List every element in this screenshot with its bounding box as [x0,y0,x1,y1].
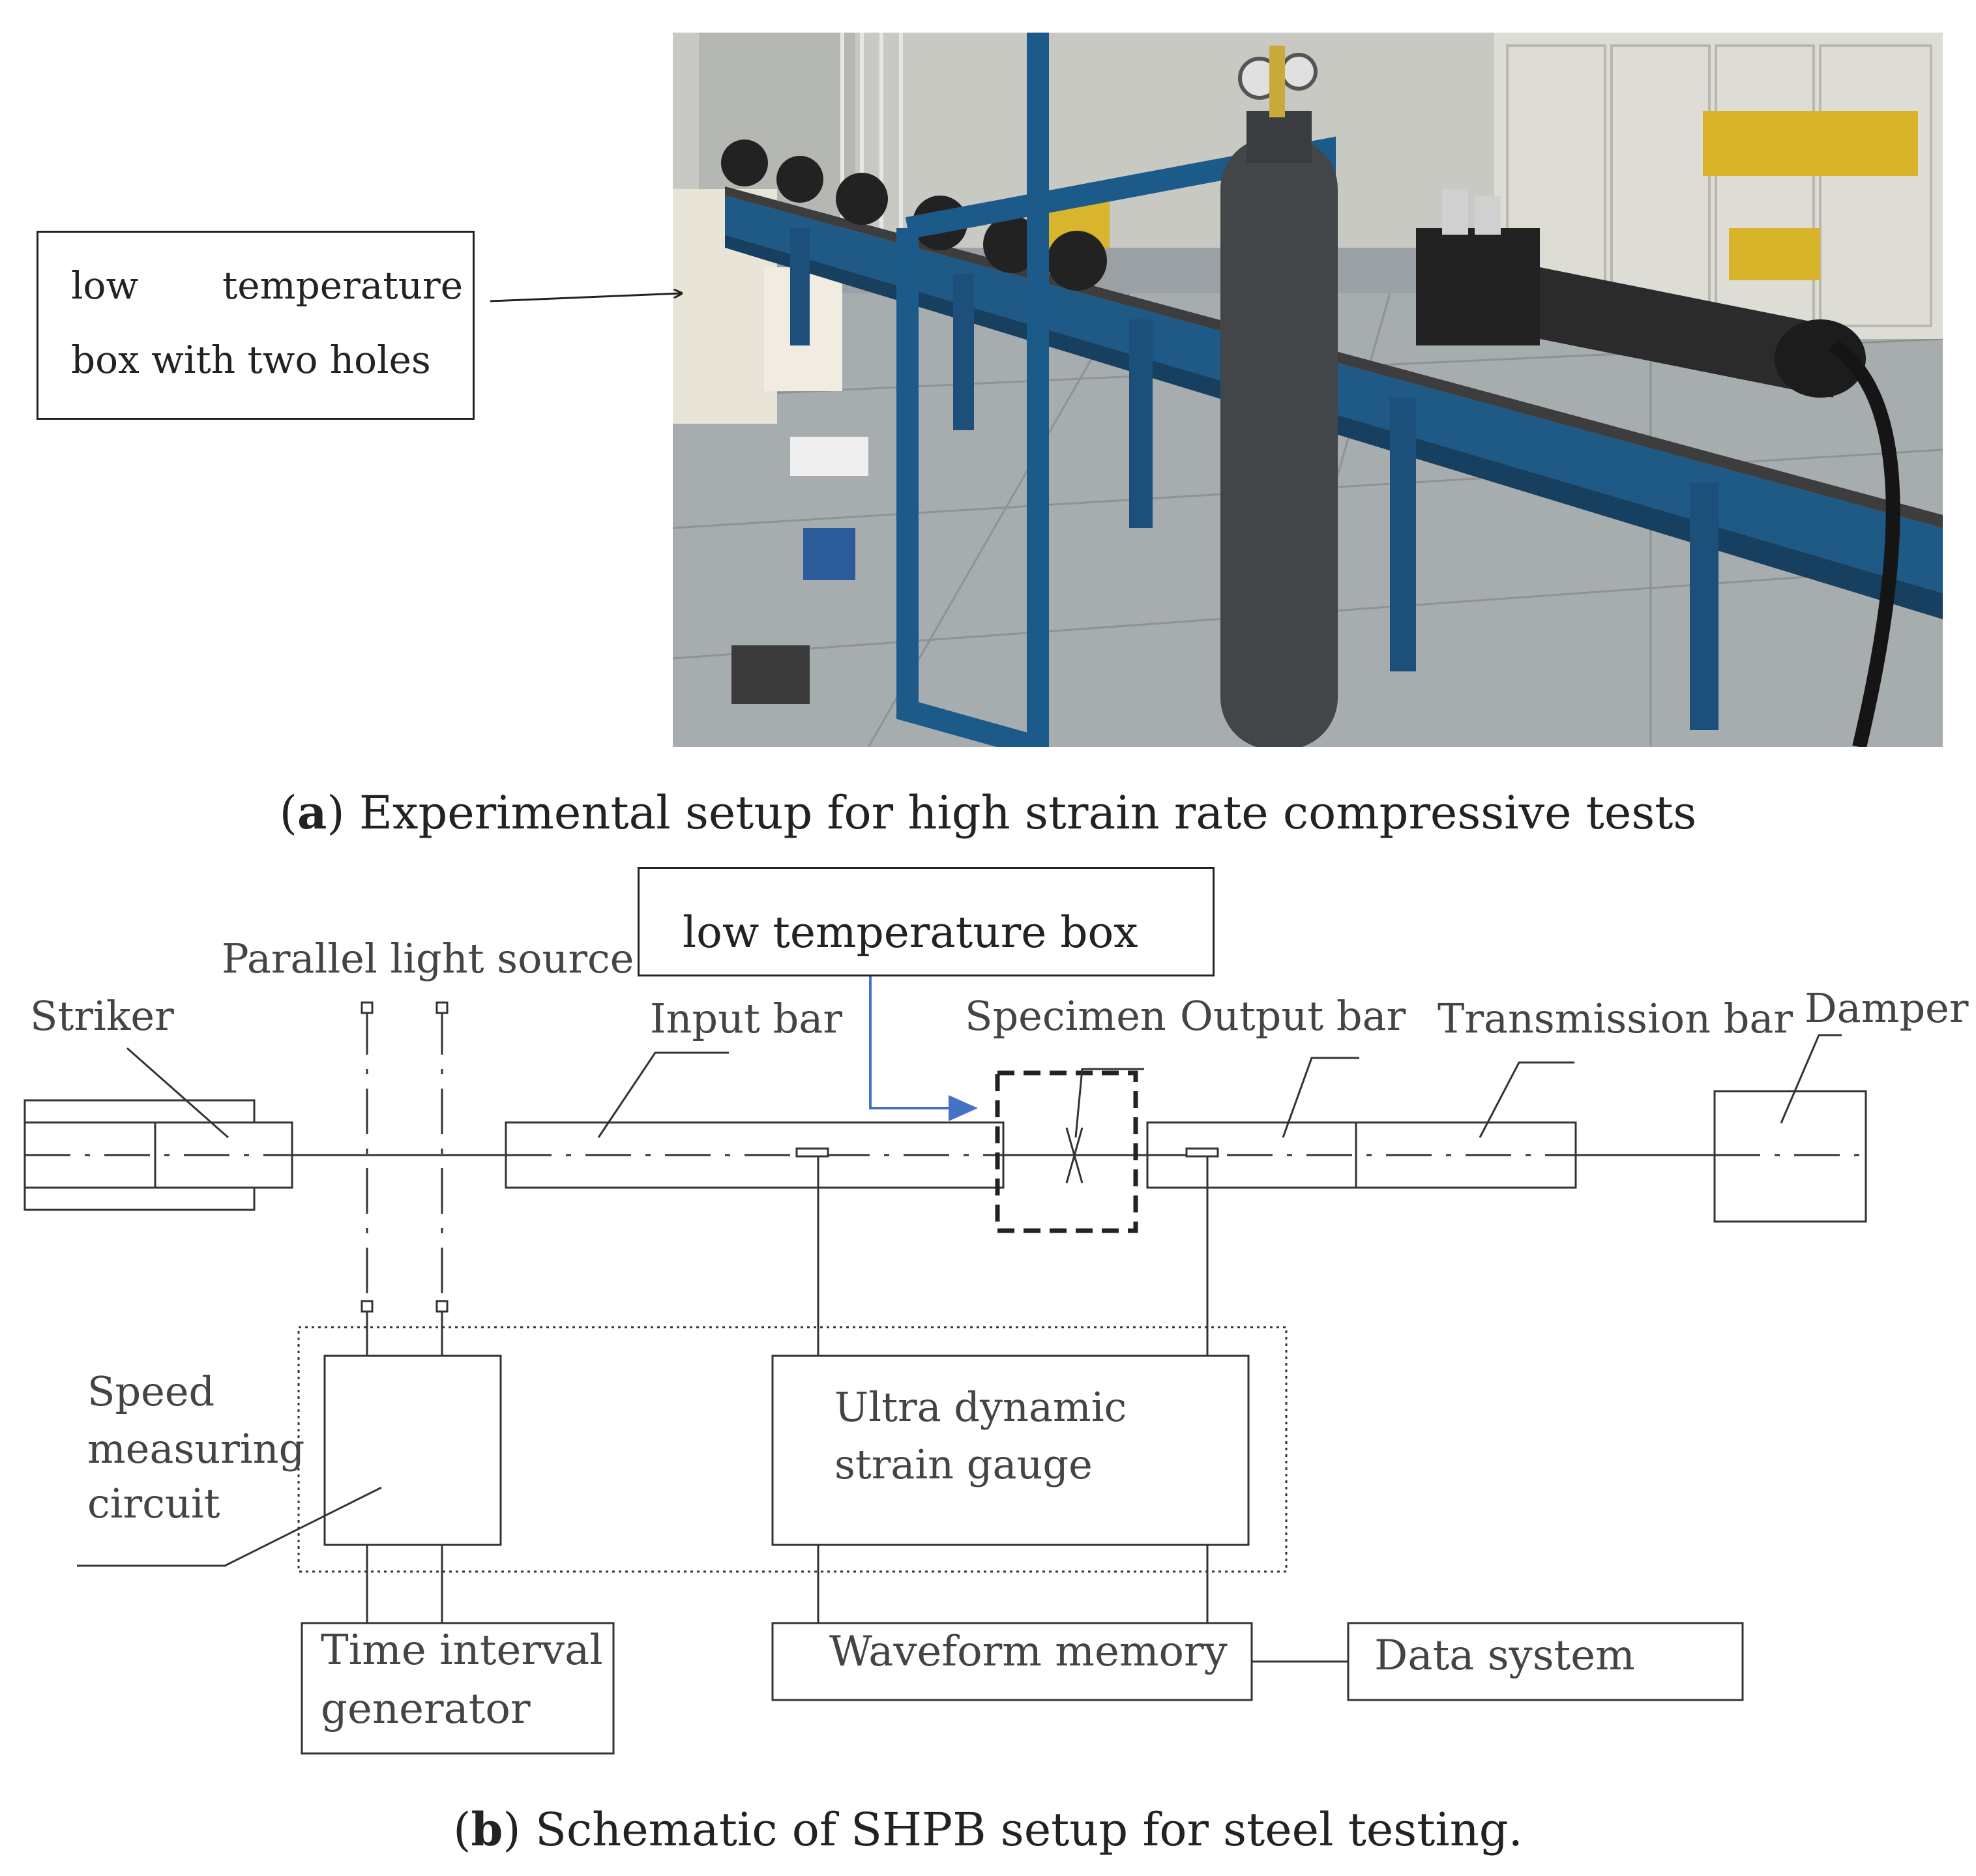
low-temp-arrow-head [949,1095,978,1121]
light-receiver-1 [361,1300,374,1313]
strain-gauge-output [1185,1147,1219,1158]
input-bar-label: Input bar [650,995,842,1042]
time-interval-box [301,1622,615,1755]
light-receiver-2 [435,1300,449,1313]
low-temp-box-outline [995,1070,1138,1233]
callout-word-temperature: temperature [222,263,464,308]
callout-arrow [490,293,681,302]
caption-b-text: Schematic of SHPB setup for steel testin… [535,1803,1523,1856]
output-bar-label: Output bar [1180,992,1406,1040]
callout-box: low temperature box with two holes [37,231,475,420]
damper-box [1713,1090,1867,1223]
gauge-label-1: Ultra dynamic [834,1383,1127,1431]
ultra-dynamic-box [771,1355,1250,1546]
light-emitter-1 [361,1001,374,1014]
waveform-memory-label: Waveform memory [829,1628,1228,1676]
caption-a: (a) Experimental setup for high strain r… [279,785,1697,840]
callout-word-low: low [71,263,139,308]
damper-label: Damper [1805,984,1969,1032]
low-temp-arrow [869,975,952,1109]
lab-photo-illustration [673,33,1943,747]
measurement-enclosure [297,1326,1288,1573]
light-emitter-2 [435,1001,449,1014]
caption-a-text: Experimental setup for high strain rate … [359,786,1697,840]
caption-b-letter: b [471,1802,503,1856]
caption-b: (b) Schematic of SHPB setup for steel te… [453,1802,1523,1856]
specimen-label: Specimen [965,992,1166,1040]
time-interval-label-2: generator [321,1685,531,1733]
low-temp-label: low temperature box [683,907,1138,958]
low-temp-label-box: low temperature box [638,867,1215,976]
time-interval-label-1: Time interval [321,1626,603,1675]
speed-label-3: circuit [87,1480,220,1527]
caption-a-letter: a [297,785,327,840]
strain-gauge-input [795,1147,829,1158]
gauge-label-2: strain gauge [834,1441,1093,1488]
striker-label: Striker [30,992,174,1040]
transmission-bar-label: Transmission bar [1438,995,1793,1042]
speed-label-1: Speed [87,1368,215,1415]
data-system-label: Data system [1374,1632,1635,1680]
speed-label-2: measuring [87,1425,305,1473]
lab-photo [673,33,1943,747]
parallel-light-label: Parallel light source [222,935,634,982]
callout-line-2: box with two holes [71,338,431,382]
speed-measuring-box [323,1355,502,1546]
